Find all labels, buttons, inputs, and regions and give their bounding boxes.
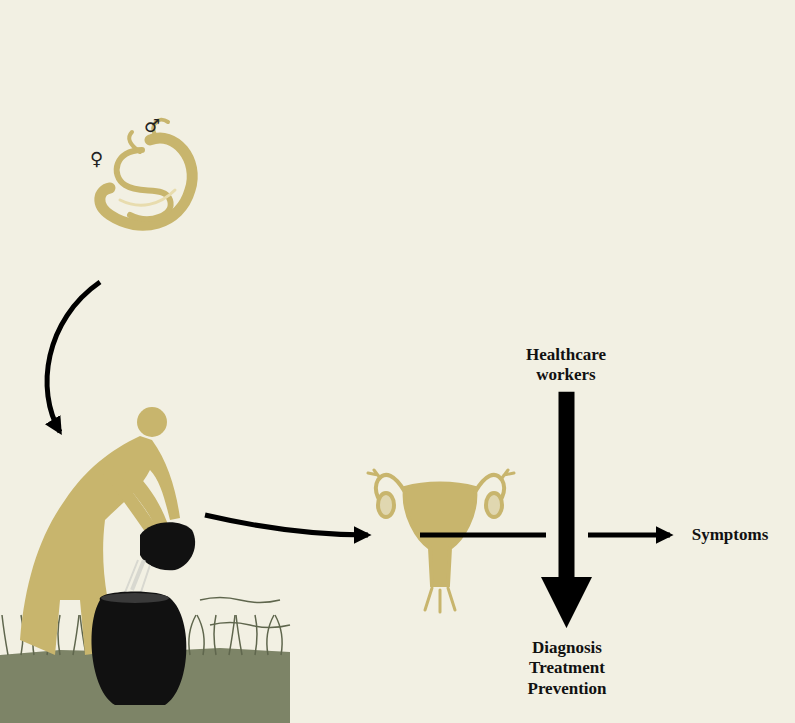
uterus-figure (368, 470, 514, 612)
node-text: Symptoms (692, 525, 769, 545)
sex-symbol: ♂ (144, 115, 160, 136)
action-label: Diagnosis Treatment Prevention (525, 636, 610, 701)
actor-label: Healthcare workers (523, 343, 609, 388)
curved-arrow (205, 515, 368, 535)
node-text: Diagnosis Treatment Prevention (528, 638, 607, 699)
outcome-label: Symptoms (689, 523, 772, 547)
sex-symbol: ♀ (90, 148, 103, 169)
water-pots (92, 522, 196, 705)
thick-arrow (559, 392, 575, 582)
curved-arrow (47, 282, 100, 432)
flow-arrow (588, 533, 670, 538)
flow-line (420, 533, 546, 538)
node-text: Healthcare workers (526, 345, 606, 386)
